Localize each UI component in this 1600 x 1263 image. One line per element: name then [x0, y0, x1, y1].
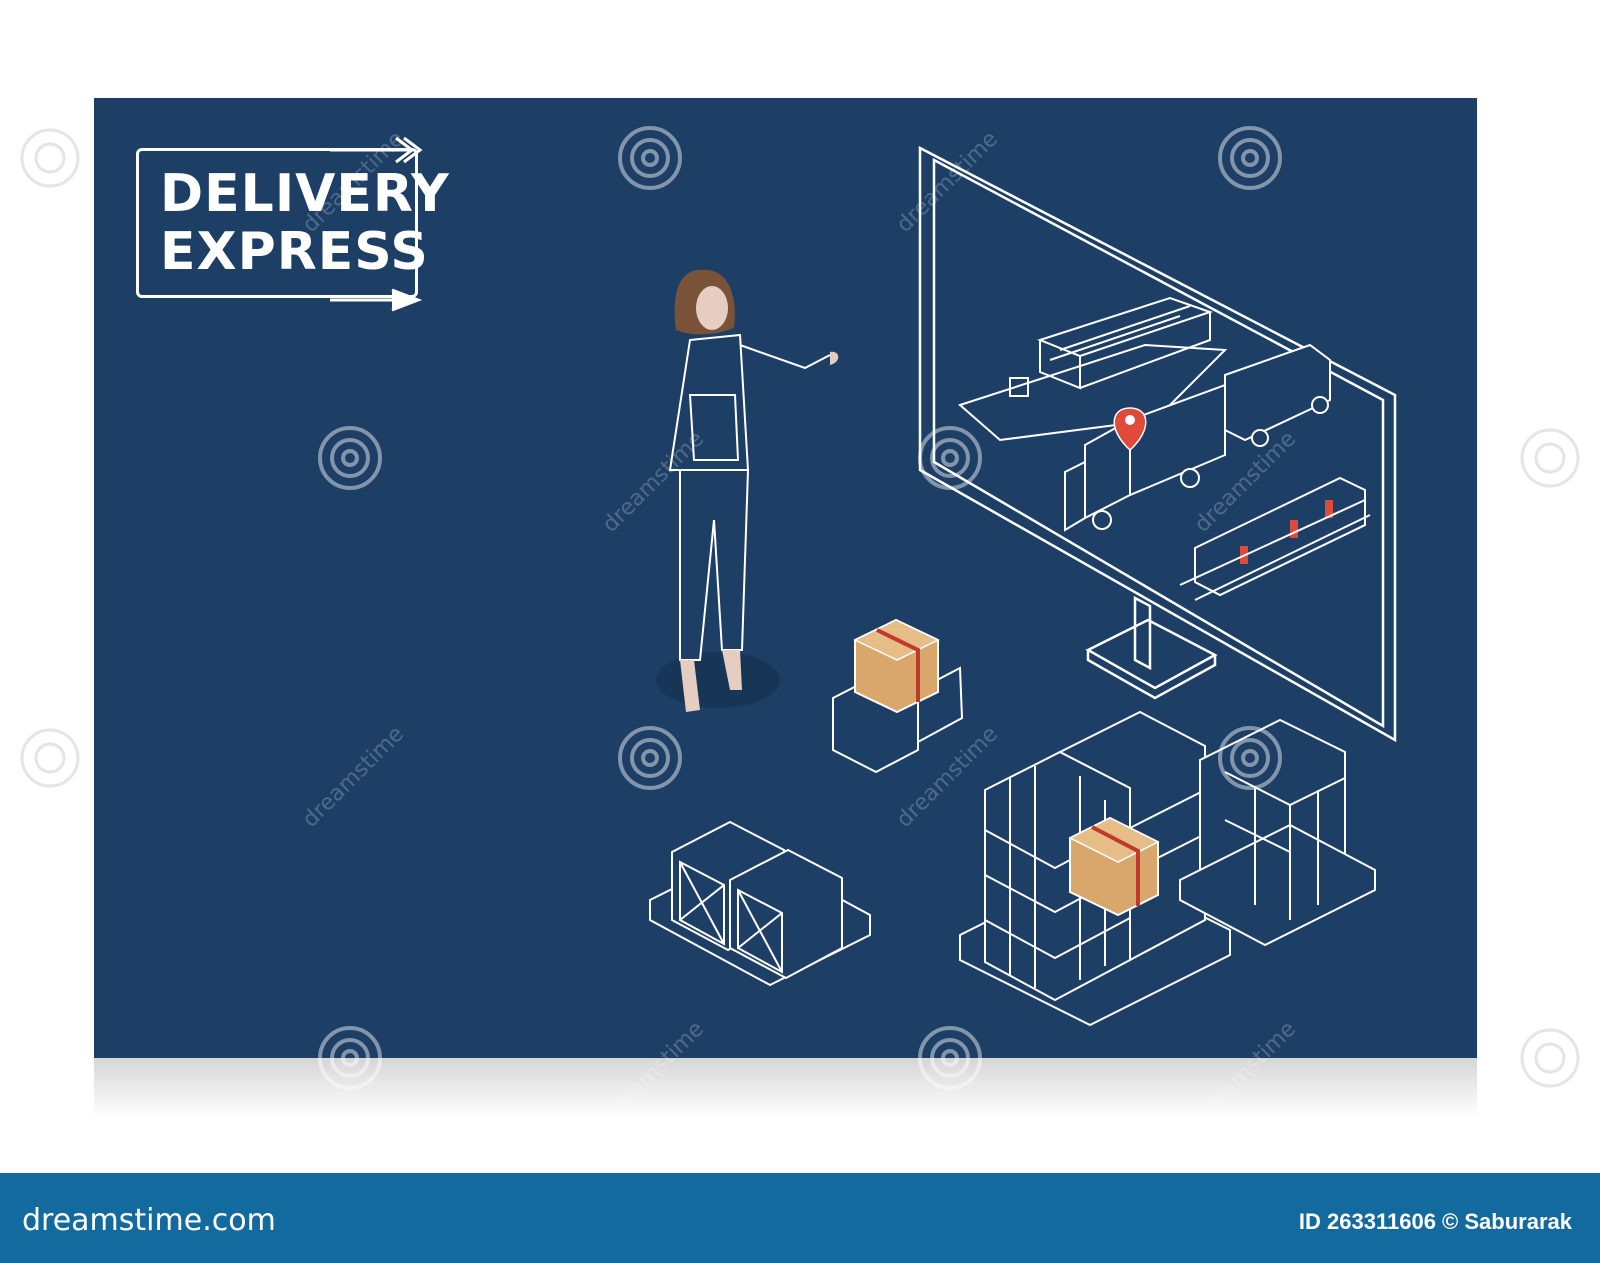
spiral-logo-icon [20, 128, 1580, 1088]
cargo-ship-icon [958, 296, 1228, 442]
cardboard-box-icon [832, 618, 964, 774]
train-icon [1179, 476, 1371, 601]
pallet-icon [649, 820, 871, 987]
poster-shadow [94, 1058, 1477, 1118]
footer-image-id: ID 263311606 © Saburarak [1298, 1209, 1572, 1234]
truck-icon [1064, 343, 1331, 532]
footer-brand[interactable]: dreamstime.com [22, 1203, 276, 1238]
title-express: EXPRESS [160, 222, 429, 282]
title-delivery: DELIVERY [160, 164, 450, 224]
title-frame [136, 148, 418, 298]
spiral-logo-icon [318, 126, 1282, 1090]
location-pin-icon [1113, 407, 1147, 452]
woman-presenting-icon [656, 269, 839, 712]
cardboard-box-icon [1068, 816, 1160, 917]
pallet-icon [959, 710, 1376, 1027]
title-arrows [330, 136, 423, 312]
footer-bar: dreamstime.com ID 263311606 © Saburarak [0, 1173, 1600, 1263]
